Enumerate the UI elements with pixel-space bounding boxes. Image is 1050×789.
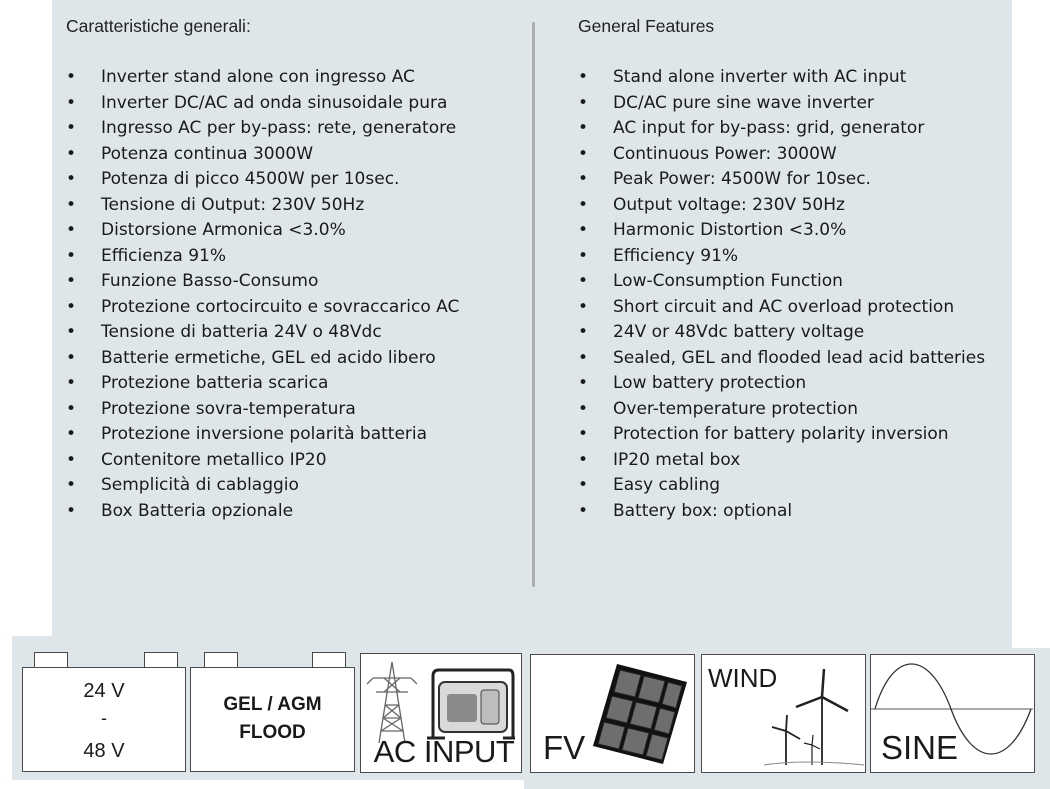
- list-item: DC/AC pure sine wave inverter: [578, 91, 1048, 117]
- list-item: Box Batteria opzionale: [66, 499, 536, 525]
- italian-features: Caratteristiche generali: Inverter stand…: [66, 14, 459, 524]
- english-feature-list: Stand alone inverter with AC input DC/AC…: [578, 65, 1048, 524]
- voltage-dash: -: [101, 708, 107, 728]
- list-item: Battery box: optional: [578, 499, 1048, 525]
- list-item: AC input for by-pass: grid, generator: [578, 116, 1048, 142]
- list-item: 24V or 48Vdc battery voltage: [578, 320, 1048, 346]
- battery-terminal: [34, 652, 68, 668]
- list-item: Potenza di picco 4500W per 10sec.: [66, 167, 536, 193]
- list-item: Ingresso AC per by-pass: rete, generator…: [66, 116, 536, 142]
- list-item: Output voltage: 230V 50Hz: [578, 193, 1048, 219]
- list-item: Protezione inversione polarità batteria: [66, 422, 536, 448]
- column-divider: [532, 22, 535, 587]
- list-item: Efficienza 91%: [66, 244, 536, 270]
- list-item: Protezione sovra-temperatura: [66, 397, 536, 423]
- wind-label: WIND: [708, 663, 778, 693]
- list-item: Continuous Power: 3000W: [578, 142, 1048, 168]
- list-item: Easy cabling: [578, 473, 1048, 499]
- list-item: IP20 metal box: [578, 448, 1048, 474]
- list-item: Stand alone inverter with AC input: [578, 65, 1048, 91]
- battery-terminal: [144, 652, 178, 668]
- list-item: Short circuit and AC overload protection: [578, 295, 1048, 321]
- battery-terminal: [312, 652, 346, 668]
- pv-badge: FV: [530, 654, 695, 773]
- battery-terminal: [204, 652, 238, 668]
- list-item: Distorsione Armonica <3.0%: [66, 218, 536, 244]
- list-item: Potenza continua 3000W: [66, 142, 536, 168]
- ac-input-badge: AC INPUT: [360, 653, 522, 773]
- list-item: Tensione di batteria 24V o 48Vdc: [66, 320, 536, 346]
- english-title: General Features: [578, 16, 715, 36]
- voltage-max: 48 V: [83, 740, 125, 762]
- generator-icon: [427, 668, 515, 740]
- list-item: Protezione batteria scarica: [66, 371, 536, 397]
- battery-body: [22, 667, 186, 772]
- list-item: Over-temperature protection: [578, 397, 1048, 423]
- ac-input-label: AC INPUT: [373, 734, 515, 769]
- list-item: Contenitore metallico IP20: [66, 448, 536, 474]
- list-item: Semplicità di cablaggio: [66, 473, 536, 499]
- sine-badge: SINE: [870, 654, 1035, 773]
- list-item: Inverter DC/AC ad onda sinusoidale pura: [66, 91, 536, 117]
- battery-body: [190, 667, 355, 772]
- list-item: Tensione di Output: 230V 50Hz: [66, 193, 536, 219]
- list-item: Batterie ermetiche, GEL ed acido libero: [66, 346, 536, 372]
- list-item: Peak Power: 4500W for 10sec.: [578, 167, 1048, 193]
- list-item: Efficiency 91%: [578, 244, 1048, 270]
- list-item: Inverter stand alone con ingresso AC: [66, 65, 536, 91]
- battery-type-line1: GEL / AGM: [223, 694, 322, 715]
- list-item: Sealed, GEL and flooded lead acid batter…: [578, 346, 1048, 372]
- sine-wave-icon: [871, 663, 1033, 755]
- english-features: General Features Stand alone inverter wi…: [578, 14, 985, 524]
- italian-title: Caratteristiche generali:: [66, 16, 251, 36]
- italian-feature-list: Inverter stand alone con ingresso AC Inv…: [66, 65, 536, 524]
- wind-badge: WIND: [701, 654, 866, 773]
- solar-panel-icon: [593, 664, 687, 764]
- list-item: Protection for battery polarity inversio…: [578, 422, 1048, 448]
- battery-type-line2: FLOOD: [239, 722, 306, 743]
- sine-label: SINE: [881, 729, 959, 766]
- wind-turbine-icon: [764, 669, 864, 766]
- pv-label: FV: [543, 729, 586, 766]
- list-item: Harmonic Distortion <3.0%: [578, 218, 1048, 244]
- list-item: Funzione Basso-Consumo: [66, 269, 536, 295]
- pylon-icon: [367, 661, 417, 744]
- voltage-min: 24 V: [83, 680, 125, 702]
- list-item: Low battery protection: [578, 371, 1048, 397]
- list-item: Low-Consumption Function: [578, 269, 1048, 295]
- list-item: Protezione cortocircuito e sovraccarico …: [66, 295, 536, 321]
